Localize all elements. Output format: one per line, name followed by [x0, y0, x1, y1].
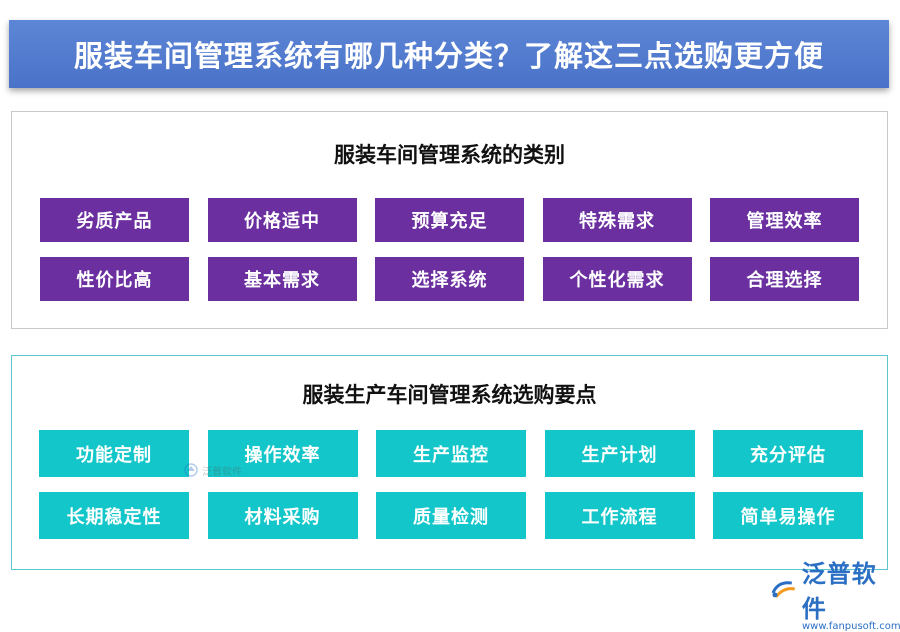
brand-logo: 泛普软件 www.fanpusoft.com	[770, 554, 900, 632]
page-title: 服装车间管理系统有哪几种分类？了解这三点选购更方便	[73, 39, 824, 73]
key-point-chip: 质量检测	[376, 492, 526, 539]
key-point-chip: 简单易操作	[713, 492, 863, 539]
brand-logo-icon	[771, 581, 795, 598]
category-chip: 合理选择	[710, 257, 859, 301]
category-chip: 预算充足	[375, 198, 524, 242]
category-chip: 劣质产品	[40, 198, 189, 242]
brand-url: www.fanpusoft.com	[802, 621, 900, 632]
category-chip: 特殊需求	[542, 198, 692, 242]
category-chip: 性价比高	[40, 257, 189, 301]
key-point-chip: 长期稳定性	[39, 492, 189, 539]
key-point-chip: 工作流程	[544, 492, 695, 539]
category-chip: 基本需求	[207, 257, 357, 301]
key-point-chip: 生产计划	[544, 430, 695, 477]
key-point-chip: 材料采购	[207, 492, 358, 539]
category-chip: 选择系统	[375, 257, 524, 301]
categories-grid: 劣质产品 价格适中 预算充足 特殊需求 管理效率 性价比高 基本需求 选择系统 …	[40, 198, 859, 301]
key-points-heading: 服装生产车间管理系统选购要点	[302, 382, 597, 407]
category-chip: 价格适中	[207, 198, 357, 242]
brand-name: 泛普软件	[801, 560, 877, 623]
category-chip: 管理效率	[710, 198, 859, 242]
key-point-chip: 生产监控	[376, 430, 526, 477]
key-point-chip: 操作效率	[207, 430, 358, 477]
categories-heading: 服装车间管理系统的类别	[334, 142, 565, 167]
categories-panel: 服装车间管理系统的类别 劣质产品 价格适中 预算充足 特殊需求 管理效率 性价比…	[11, 111, 888, 329]
key-points-panel: 服装生产车间管理系统选购要点 功能定制 操作效率 生产监控 生产计划 充分评估 …	[11, 355, 888, 570]
key-point-chip: 充分评估	[713, 430, 863, 477]
category-chip: 个性化需求	[542, 257, 692, 301]
key-points-grid: 功能定制 操作效率 生产监控 生产计划 充分评估 长期稳定性 材料采购 质量检测…	[39, 430, 863, 539]
title-banner: 服装车间管理系统有哪几种分类？了解这三点选购更方便	[9, 20, 889, 88]
key-point-chip: 功能定制	[39, 430, 189, 477]
